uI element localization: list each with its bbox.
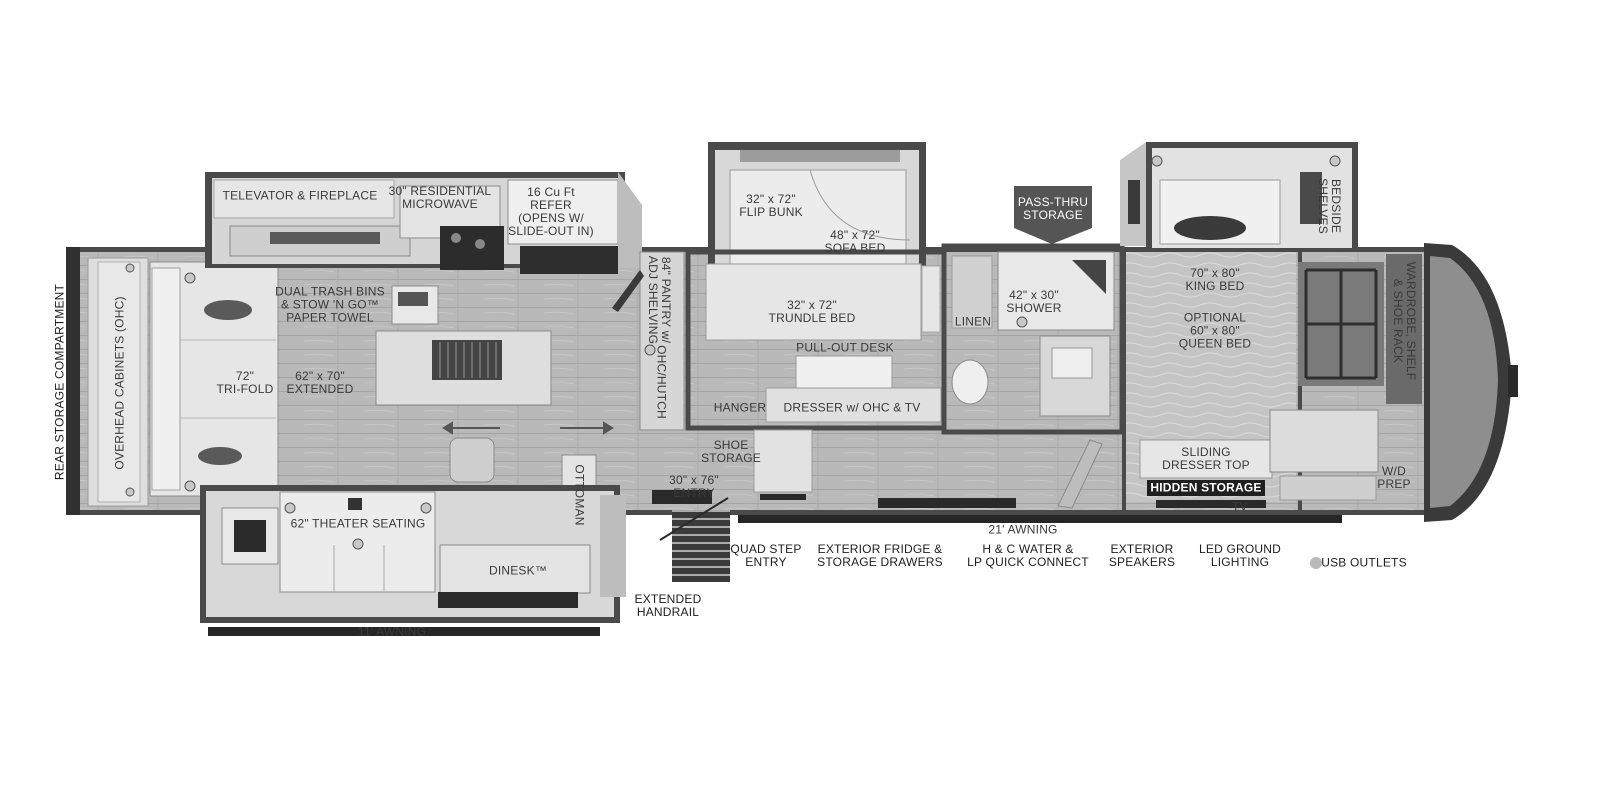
label-king-bed: 70" x 80" KING BED (1185, 266, 1245, 293)
label-speakers: EXTERIOR SPEAKERS (1108, 542, 1176, 569)
bedroom-slide-out (1120, 142, 1358, 252)
pull-out-desk (795, 355, 893, 393)
rear-wall (66, 247, 80, 515)
front-cap (1424, 243, 1518, 522)
theater-slide-out (200, 485, 626, 623)
dinesk-arrows (442, 421, 614, 435)
label-trundle: 32" x 72" TRUNDLE BED (768, 298, 856, 325)
label-shoe-storage: SHOE STORAGE (701, 438, 761, 465)
label-bedside: BEDSIDE SHELVES (1316, 178, 1343, 234)
label-hidden-storage: HIDDEN STORAGE (1150, 480, 1262, 495)
label-water: H & C WATER & LP QUICK CONNECT (967, 542, 1089, 569)
label-theater: 62" THEATER SEATING (290, 516, 426, 531)
tri-fold-sofa (149, 261, 279, 497)
label-quad-step: QUAD STEP ENTRY (730, 542, 802, 569)
label-island: 62" x 70" EXTENDED (286, 369, 354, 396)
label-rear-storage: REAR STORAGE COMPARTMENT (52, 283, 67, 481)
label-handrail: EXTENDED HANDRAIL (634, 592, 702, 619)
kitchen-slide-out (205, 172, 642, 274)
kitchen-island (375, 330, 552, 406)
label-linen: LINEN (954, 314, 992, 329)
chair (449, 437, 495, 483)
label-pull-out-desk: PULL-OUT DESK (796, 340, 894, 355)
label-trash: DUAL TRASH BINS & STOW 'N GO™ PAPER TOWE… (275, 284, 385, 325)
legend-usb-label: USB OUTLETS (1321, 555, 1407, 570)
label-shower: 42" x 30" SHOWER (1006, 288, 1062, 315)
label-ext-fridge: EXTERIOR FRIDGE & STORAGE DRAWERS (817, 542, 943, 569)
label-sliding-dresser: SLIDING DRESSER TOP (1162, 445, 1250, 472)
handrail (659, 497, 729, 541)
label-led: LED GROUND LIGHTING (1198, 542, 1282, 569)
label-tv: TV (1232, 499, 1248, 514)
usb-legend-icon (1310, 557, 1322, 569)
wardrobe (1386, 254, 1422, 404)
label-wd-prep: W/D PREP (1377, 464, 1411, 491)
quad-step-entry (672, 510, 730, 582)
bathroom (941, 243, 1125, 435)
label-overhead-cabinets: OVERHEAD CABINETS (OHC) (112, 296, 127, 470)
label-televator: TELEVATOR & FIREPLACE (222, 188, 378, 203)
label-dresser-ohc: DRESSER w/ OHC & TV (783, 400, 921, 415)
exterior-fridge (878, 498, 1016, 508)
label-microwave: 30" RESIDENTIAL MICROWAVE (388, 184, 492, 211)
label-awning-21: 21' AWNING (988, 522, 1058, 537)
usb-outlets (125, 155, 1341, 550)
washer-dryer (1269, 409, 1379, 473)
label-awning-11: 11' AWNING (357, 624, 427, 639)
label-tri-fold: 72" TRI-FOLD (216, 369, 274, 396)
label-ottoman: OTTOMAN (572, 464, 587, 526)
label-refer: 16 Cu Ft REFER (OPENS W/ SLIDE-OUT IN) (508, 185, 594, 238)
label-pass-thru: PASS-THRU STORAGE (1017, 195, 1089, 222)
label-pantry: 84" PANTRY w/ ADJ SHELVING (646, 255, 673, 345)
entry-door (652, 490, 712, 504)
awning-21 (738, 515, 1342, 523)
pantry (639, 251, 685, 431)
label-queen-bed: OPTIONAL 60" x 80" QUEEN BED (1178, 310, 1252, 351)
dresser (765, 387, 942, 423)
pass-thru-arrow (1014, 186, 1092, 244)
hidden-storage-tag (1147, 480, 1265, 496)
shoe-storage (753, 429, 813, 493)
sliding-dresser (1139, 439, 1273, 479)
label-ohc-hutch: OHC/HUTCH (654, 345, 669, 419)
trundle-bed (705, 263, 922, 341)
label-entry: 30" x 76" ENTRY (669, 473, 719, 500)
label-flip-bunk: 32" x 72" FLIP BUNK (739, 192, 803, 219)
label-hanger: HANGER (713, 400, 767, 415)
label-dinesk: DINESK™ (488, 563, 548, 578)
label-sofa-bed: 48" x 72" SOFA BED (824, 228, 886, 255)
awning-11 (208, 627, 600, 636)
label-wardrobe: WARDROBE, SHELF & SHOE RACK (1391, 261, 1418, 381)
